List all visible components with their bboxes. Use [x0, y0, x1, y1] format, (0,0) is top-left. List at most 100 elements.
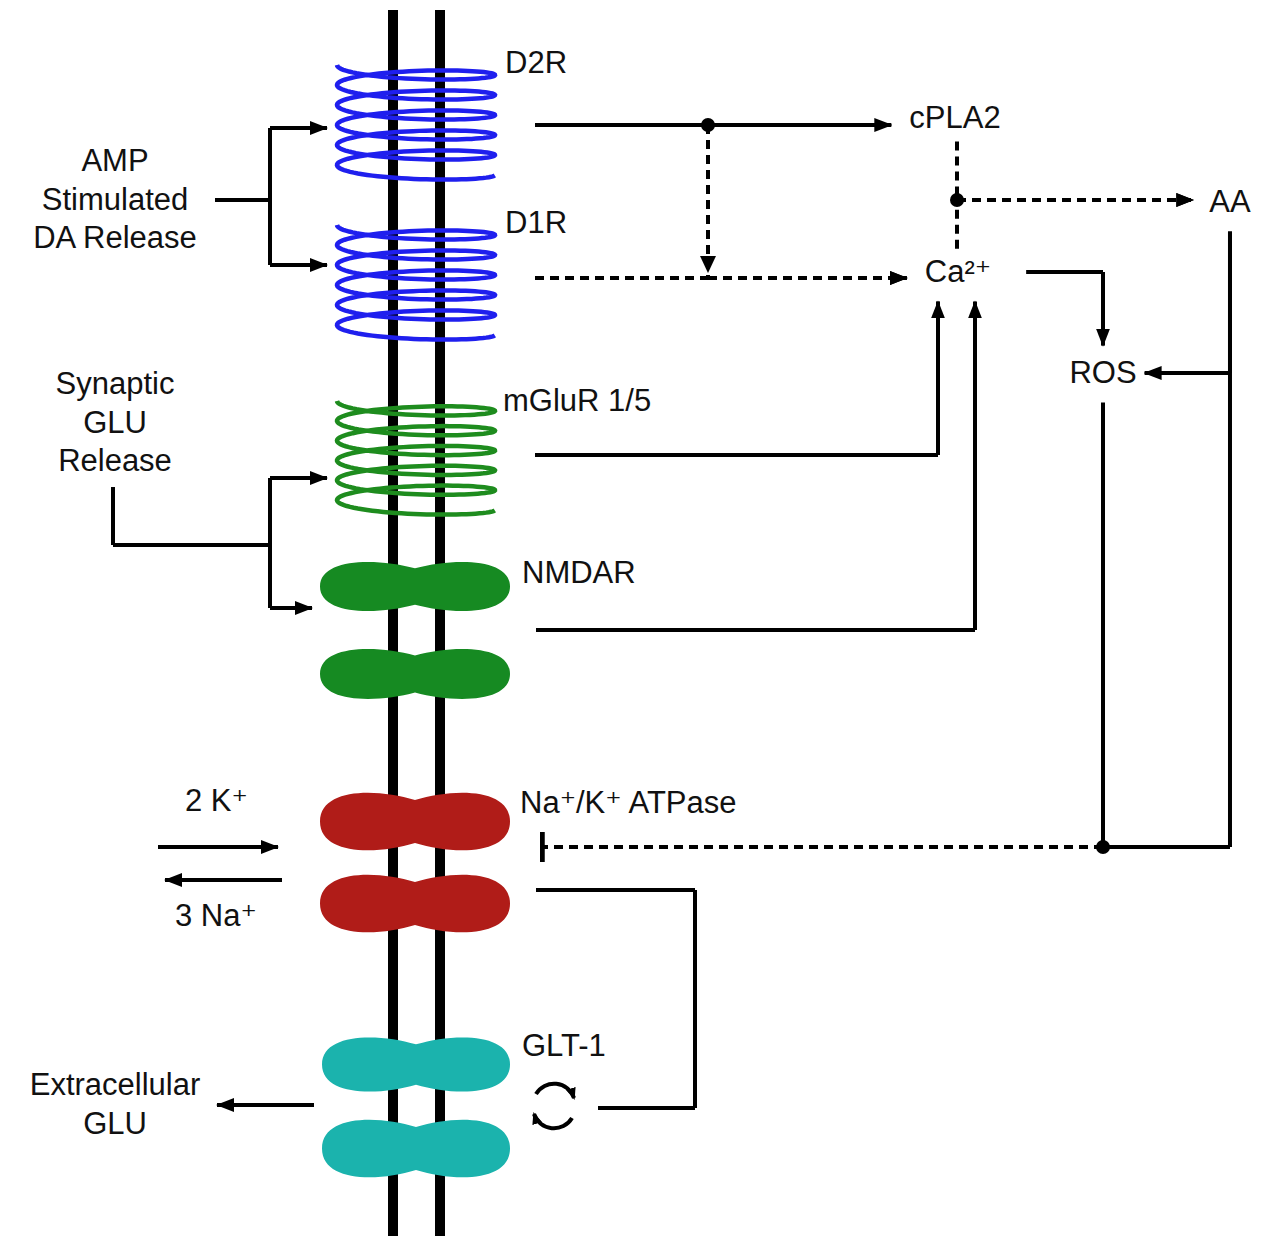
connector	[957, 141, 1193, 200]
connector-segment	[708, 276, 907, 280]
helix-coil	[337, 401, 495, 515]
receptor-symbol: mGluR 1/5	[333, 388, 499, 523]
label-holder: mGluR 1/5	[503, 382, 651, 421]
connector	[113, 487, 312, 608]
connector-segment	[270, 476, 327, 480]
protein-subunit	[322, 1037, 510, 1091]
receptor-symbol-outline	[333, 212, 499, 348]
connector	[957, 200, 1193, 249]
connector-segment	[973, 301, 977, 630]
protein-subunit	[320, 562, 510, 611]
connector-segment	[955, 200, 959, 249]
protein-subunit	[320, 793, 510, 851]
stimulus-label: AMP Stimulated DA Release	[23, 142, 207, 258]
label-holder: 2 K⁺	[185, 782, 248, 821]
node-label: NMDAR	[522, 554, 636, 593]
cycle-symbol	[534, 1114, 572, 1128]
connector-segment	[268, 545, 272, 608]
connector-segment	[1101, 402, 1105, 847]
connector-segment	[1228, 231, 1232, 847]
connector-segment	[536, 888, 695, 892]
connector-segment	[598, 1106, 695, 1110]
node-label: GLT-1	[522, 1027, 606, 1066]
connector-segment	[693, 890, 697, 1108]
connector	[1026, 272, 1103, 346]
pump-symbol-outline	[318, 788, 512, 937]
connector	[217, 1105, 314, 1106]
receptor-symbol: D1R	[333, 212, 499, 348]
label-holder: D2R	[505, 44, 567, 83]
node-label: D1R	[505, 204, 567, 243]
node-label: mGluR 1/5	[503, 382, 651, 421]
connector	[542, 402, 1103, 847]
node-label: cPLA2	[909, 99, 1000, 138]
connector-segment	[1103, 845, 1230, 849]
connector	[215, 128, 327, 200]
junction-dot	[1096, 840, 1110, 854]
connector-segment	[1101, 272, 1105, 346]
connector-segment	[542, 845, 1103, 849]
helix-coil	[337, 65, 495, 180]
metabolite-label: AA	[1209, 183, 1250, 222]
node-label: Ca²⁺	[925, 253, 991, 292]
protein-subunit	[320, 649, 510, 699]
ion-count-label: 3 Na⁺	[175, 897, 257, 936]
ion-count-label: 2 K⁺	[185, 782, 248, 821]
label-holder: 3 Na⁺	[175, 897, 257, 936]
connector-segment	[1145, 371, 1230, 375]
connector-segment	[708, 276, 907, 280]
pump-symbol: Na⁺/K⁺ ATPase	[318, 788, 512, 937]
cycle-symbol	[536, 1084, 574, 1098]
connector-segment	[1026, 270, 1103, 274]
receptor-symbol: D2R	[333, 52, 499, 188]
connector	[542, 231, 1230, 847]
connector-segment	[535, 453, 938, 457]
receptor-symbol-outline	[333, 52, 499, 188]
connector-segment	[535, 276, 708, 280]
connector-segment	[957, 198, 1193, 202]
connector-segment	[268, 478, 272, 545]
node-label: Na⁺/K⁺ ATPase	[520, 784, 737, 823]
connector-segment	[268, 200, 272, 265]
helix-coil	[337, 225, 495, 340]
node-label: D2R	[505, 44, 567, 83]
transporter-symbol: GLT-1	[320, 1033, 512, 1182]
connector	[1145, 231, 1230, 373]
label-holder: Na⁺/K⁺ ATPase	[520, 784, 737, 823]
node-label: AMP Stimulated DA Release	[23, 142, 207, 258]
connector-segment	[217, 1103, 314, 1107]
channel-symbol-outline	[318, 558, 512, 703]
node-label: Extracellular GLU	[23, 1066, 207, 1144]
metabolite-label: ROS	[1069, 354, 1136, 393]
connector	[215, 200, 327, 265]
enzyme-label: cPLA2	[909, 99, 1000, 138]
node-label: AA	[1209, 183, 1250, 222]
connector-segment	[535, 123, 708, 127]
channel-symbol: NMDAR	[318, 558, 512, 703]
connector-segment	[113, 543, 270, 547]
junction-dot	[701, 118, 715, 132]
output-label: Extracellular GLU	[23, 1066, 207, 1144]
ion-label: Ca²⁺	[925, 253, 991, 292]
connector	[535, 278, 907, 279]
connector-segment	[113, 543, 270, 547]
connector-segment	[542, 845, 1103, 849]
connector-segment	[270, 126, 327, 130]
junction-dot	[950, 193, 964, 207]
protein-subunit	[320, 875, 510, 933]
sodium-flux-arrow	[165, 878, 282, 882]
connector-segment	[270, 263, 327, 267]
connector-segment	[215, 198, 270, 202]
connector-segment	[111, 487, 115, 545]
label-holder: GLT-1	[522, 1027, 606, 1066]
transporter-symbol-outline	[320, 1033, 512, 1182]
connector	[113, 478, 327, 545]
connector-segment	[111, 487, 115, 545]
node-label: Synaptic GLU Release	[23, 365, 207, 481]
junction-arrowhead	[700, 256, 716, 273]
connector-segment	[268, 128, 272, 200]
